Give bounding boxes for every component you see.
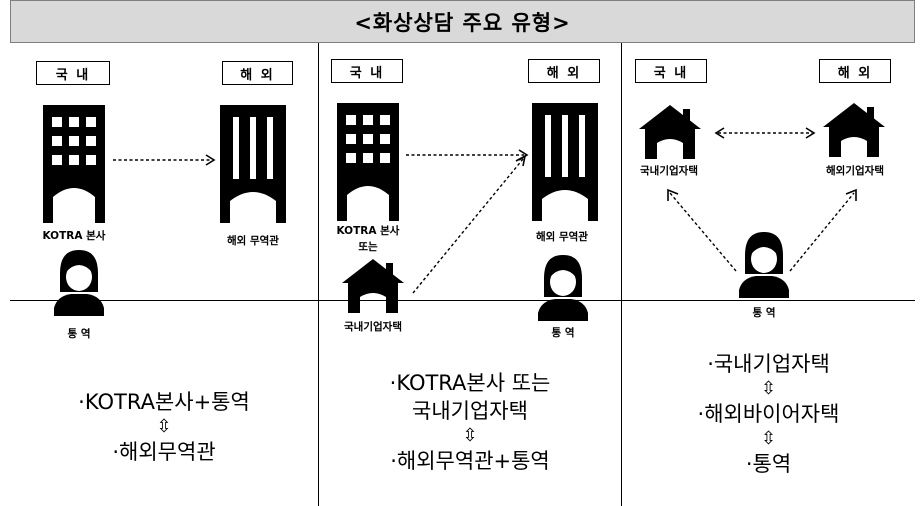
type1-domestic-caption: KOTRA 본사	[42, 230, 106, 242]
type2-domestic-caption-line1: KOTRA 본사	[336, 225, 400, 237]
type1-summary-line1: ·KOTRA본사+통역	[78, 390, 250, 414]
type3-overseas-caption: 해외기업자택	[826, 165, 884, 177]
house-icon	[639, 105, 701, 159]
type2-summary-line3: ·해외무역관+통역	[390, 449, 550, 473]
type2-arrows	[406, 149, 529, 294]
office-building-icon	[337, 103, 399, 221]
type3-column: 국 내 해 외 국내기업자택 해외기업자택 통 역	[621, 43, 915, 506]
diagram-page: <화상상담 주요 유형> 국 내 해 외 KOTRA 본사 해외	[10, 0, 915, 506]
house-icon	[823, 103, 885, 157]
trade-office-building-icon	[220, 105, 286, 223]
up-down-arrow-icon: ⇳	[462, 425, 478, 446]
type2-summary-line2: 국내기업자택	[412, 399, 528, 423]
type3-person-caption: 통 역	[752, 307, 776, 319]
type1-person-caption: 통 역	[67, 328, 91, 340]
type1-domestic-label: 국 내	[36, 61, 110, 85]
person-icon	[54, 250, 104, 316]
type3-summary: ·국내기업자택 ⇳ ·해외바이어자택 ⇳ ·통역	[622, 350, 915, 478]
type1-summary-line2: ·해외무역관	[112, 440, 216, 464]
type2-person-caption: 통 역	[551, 327, 575, 339]
type2-overseas-label: 해 외	[528, 59, 600, 83]
type1-summary: ·KOTRA본사+통역 ⇳ ·해외무역관	[10, 388, 318, 466]
type1-overseas-caption: 해외 무역관	[227, 235, 279, 247]
type3-domestic-label: 국 내	[635, 59, 707, 83]
type1-arrow	[113, 154, 216, 166]
section-divider	[10, 300, 915, 301]
type3-summary-line1: ·국내기업자택	[707, 352, 830, 376]
type2-home-caption: 국내기업자택	[344, 321, 402, 333]
type1-overseas-label: 해 외	[222, 61, 293, 85]
office-building-icon	[43, 105, 105, 223]
house-icon	[342, 259, 404, 313]
up-down-arrow-icon: ⇳	[156, 416, 172, 437]
up-down-arrow-icon: ⇳	[760, 428, 777, 449]
type2-column: 국 내 해 외	[318, 43, 621, 506]
type3-summary-line2: ·해외바이어자택	[697, 402, 840, 426]
person-icon	[739, 232, 789, 298]
type2-summary-line1: ·KOTRA본사 또는	[389, 371, 551, 395]
type3-arrows	[667, 127, 857, 272]
type3-domestic-caption: 국내기업자택	[640, 165, 698, 177]
type3-summary-line3: ·통역	[745, 452, 792, 476]
type2-domestic-caption-line2: 또는	[358, 241, 378, 253]
type2-summary: ·KOTRA본사 또는 국내기업자택 ⇳ ·해외무역관+통역	[319, 369, 621, 475]
up-down-arrow-icon: ⇳	[760, 378, 777, 399]
type2-domestic-label: 국 내	[331, 59, 403, 83]
type2-overseas-caption: 해외 무역관	[536, 231, 588, 243]
trade-office-building-icon	[532, 103, 598, 221]
type1-column: 국 내 해 외 KOTRA 본사 해외 무역관	[10, 43, 318, 506]
diagram-title: <화상상담 주요 유형>	[10, 0, 915, 43]
person-icon	[538, 255, 588, 321]
type3-overseas-label: 해 외	[819, 59, 891, 83]
